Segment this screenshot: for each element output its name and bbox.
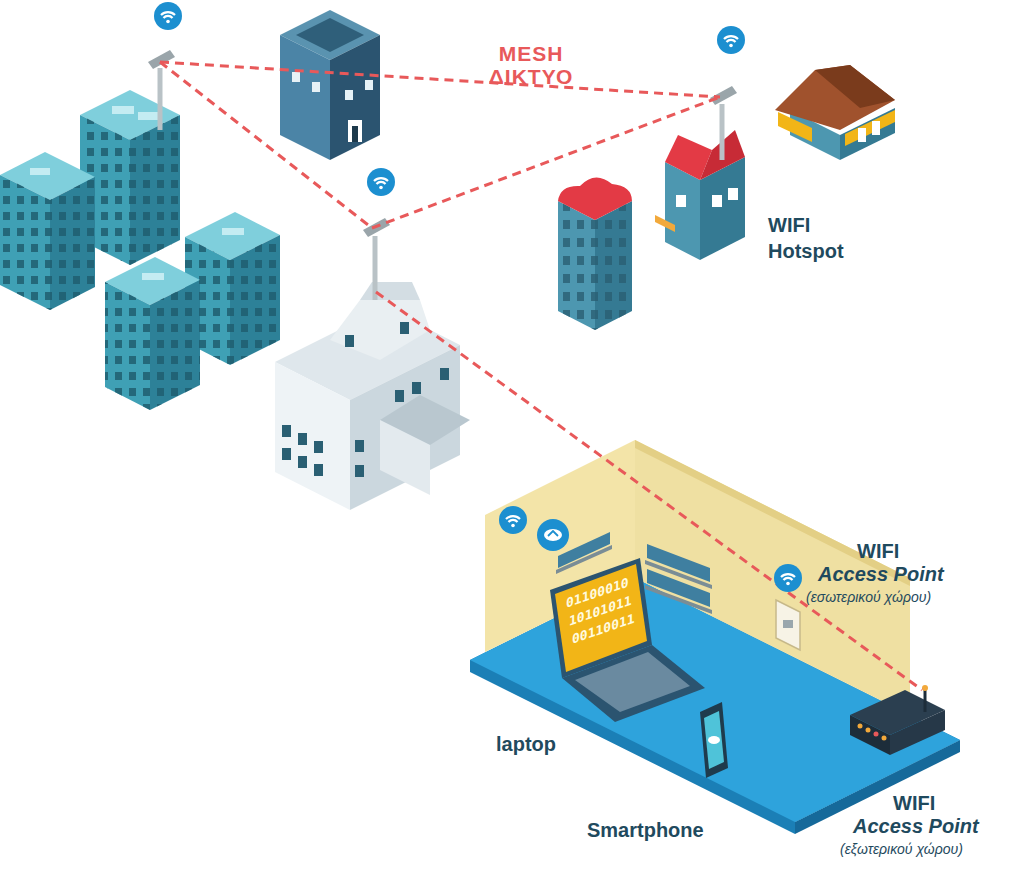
device-note: (εσωτερικού χώρου) [806, 589, 931, 606]
device-label: Access Point [853, 814, 979, 838]
mesh-antennas [148, 50, 737, 300]
hotspot-buildings [558, 130, 745, 330]
device-label: laptop [496, 732, 556, 756]
office-buildings [0, 90, 280, 410]
room [470, 440, 960, 834]
hotspot-label: WIFI Hotspot [768, 212, 860, 264]
device-label: Access Point [818, 562, 944, 586]
device-label: WIFI [857, 539, 899, 563]
network-title: MESH ΔΙΚΤΥΟ [486, 42, 576, 88]
blue-building [280, 10, 380, 160]
device-label: Smartphone [587, 818, 704, 842]
device-note: (εξωτερικού χώρου) [840, 841, 963, 858]
device-label: WIFI [893, 791, 935, 815]
wifi-icons [154, 2, 802, 592]
shop-building [775, 65, 895, 160]
civic-building [275, 282, 470, 510]
